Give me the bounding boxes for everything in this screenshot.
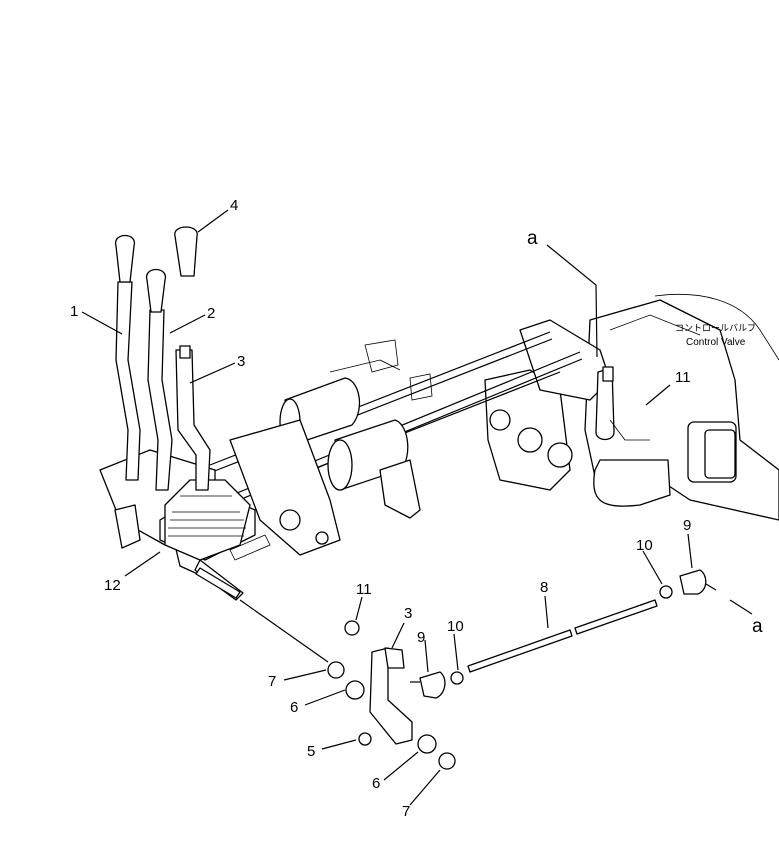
callout-10-lower: 10 bbox=[447, 618, 464, 635]
lever-3 bbox=[175, 345, 211, 491]
lever-arm-3 bbox=[369, 647, 413, 745]
spacers-washers bbox=[327, 661, 456, 770]
valve-label-jp: コントロールバルブ bbox=[675, 322, 756, 333]
lever-2 bbox=[146, 268, 173, 491]
callout-3-lever: 3 bbox=[237, 353, 245, 370]
ref-line-a-right bbox=[729, 599, 753, 615]
valve-label-en: Control Valve bbox=[686, 337, 746, 348]
callout-9-right: 9 bbox=[683, 517, 691, 534]
ref-a-top: a bbox=[527, 228, 538, 249]
ref-line-a-top bbox=[546, 244, 598, 358]
callout-12: 12 bbox=[104, 577, 121, 594]
callout-1: 1 bbox=[70, 303, 78, 320]
callout-6-upper: 6 bbox=[290, 699, 298, 716]
actuator-cylinders bbox=[229, 339, 433, 556]
callout-3-arm: 3 bbox=[404, 605, 412, 622]
ball-joint-9-right bbox=[679, 569, 717, 595]
lever-1 bbox=[115, 234, 141, 481]
callout-4: 4 bbox=[230, 197, 238, 214]
control-valve-label: コントロールバルブ Control Valve bbox=[675, 322, 756, 348]
callouts: 1 2 3 4 11 12 11 3 9 10 8 10 9 7 6 5 6 7… bbox=[70, 197, 763, 820]
ref-a-right: a bbox=[752, 616, 763, 637]
callout-7-upper: 7 bbox=[268, 673, 276, 690]
callout-10-right: 10 bbox=[636, 537, 653, 554]
control-valve-body bbox=[484, 293, 779, 521]
pin bbox=[195, 567, 241, 599]
callout-5: 5 bbox=[307, 743, 315, 760]
callout-11-valve: 11 bbox=[675, 369, 691, 386]
lever-boot bbox=[164, 479, 251, 561]
linkage-rod-8 bbox=[467, 599, 658, 673]
lever-knob-4 bbox=[174, 226, 198, 277]
callout-8: 8 bbox=[540, 579, 548, 596]
callout-11-nut: 11 bbox=[356, 581, 372, 598]
bolt-nuts bbox=[344, 585, 673, 685]
callout-7-lower: 7 bbox=[402, 803, 410, 820]
callout-6-lower: 6 bbox=[372, 775, 380, 792]
callout-9-lower: 9 bbox=[417, 629, 425, 646]
ball-joint-9-lower bbox=[410, 671, 446, 699]
leader-lines bbox=[81, 209, 753, 806]
callout-2: 2 bbox=[207, 305, 215, 322]
